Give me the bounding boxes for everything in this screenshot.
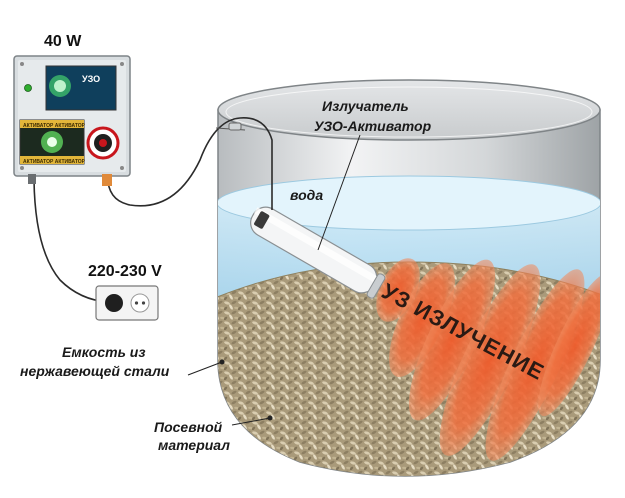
tank-label-line1: Емкость из [62, 344, 145, 360]
seed-label-line2: материал [158, 437, 230, 453]
tank-lid [217, 79, 601, 141]
cable-clip [228, 122, 242, 131]
callout-lines [187, 134, 361, 426]
panel-text-bottom: АКТИВАТОР АКТИВАТОР [23, 159, 86, 165]
power-label: 40 W [44, 33, 82, 50]
water-label: вода [290, 187, 323, 203]
power-socket [95, 285, 159, 321]
emitter-tube [250, 206, 386, 299]
tank-label-line2: нержавеющей стали [20, 363, 170, 379]
voltage-label: 220-230 V [88, 263, 162, 280]
emitter-label-line2: УЗО-Активатор [314, 118, 432, 134]
seed-label-line1: Посевной [154, 419, 223, 435]
panel-text-top: АКТИВАТОР АКТИВАТОР [23, 123, 86, 129]
emitter-label-line1: Излучатель [322, 98, 409, 114]
device-screen-text: УЗО [82, 74, 100, 84]
activator-device: УЗО АКТИВАТОР АКТИВАТОР АКТИВАТОР АКТИВА… [13, 55, 131, 186]
ultrasound-waves [376, 258, 600, 461]
